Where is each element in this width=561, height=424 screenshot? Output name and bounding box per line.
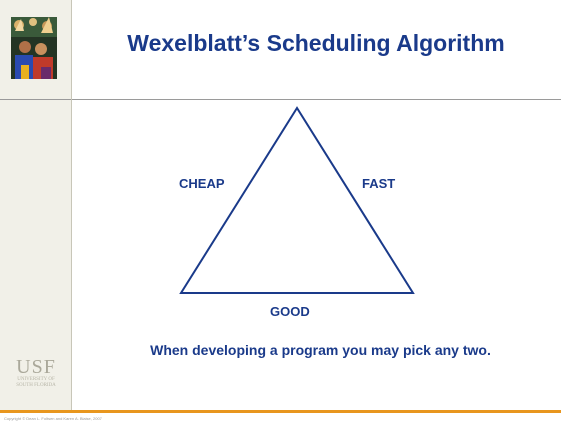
usf-logo-line1: UNIVERSITY OF [17,377,55,382]
footer-strip [0,413,561,424]
people-photo-icon [11,17,57,79]
usf-logo-line2: SOUTH FLORIDA [16,383,56,388]
usf-logo-mark: USF [16,356,56,378]
triangle-shape [179,106,415,294]
vertex-label-good: GOOD [270,304,310,319]
vertex-label-fast: FAST [362,176,396,191]
sidebar-divider [71,0,72,410]
slide-caption: When developing a program you may pick a… [150,342,491,358]
usf-logo: USF UNIVERSITY OF SOUTH FLORIDA [8,357,64,399]
title-divider [0,99,561,100]
copyright-text: Copyright © Dean L. Foltsen and Karen A.… [4,416,102,421]
vertex-label-cheap: CHEAP [179,176,225,191]
footer-accent-bar [0,410,561,413]
slide-title: Wexelblatt’s Scheduling Algorithm [127,30,505,56]
corner-photo-image [11,17,57,79]
title-area [71,0,561,99]
